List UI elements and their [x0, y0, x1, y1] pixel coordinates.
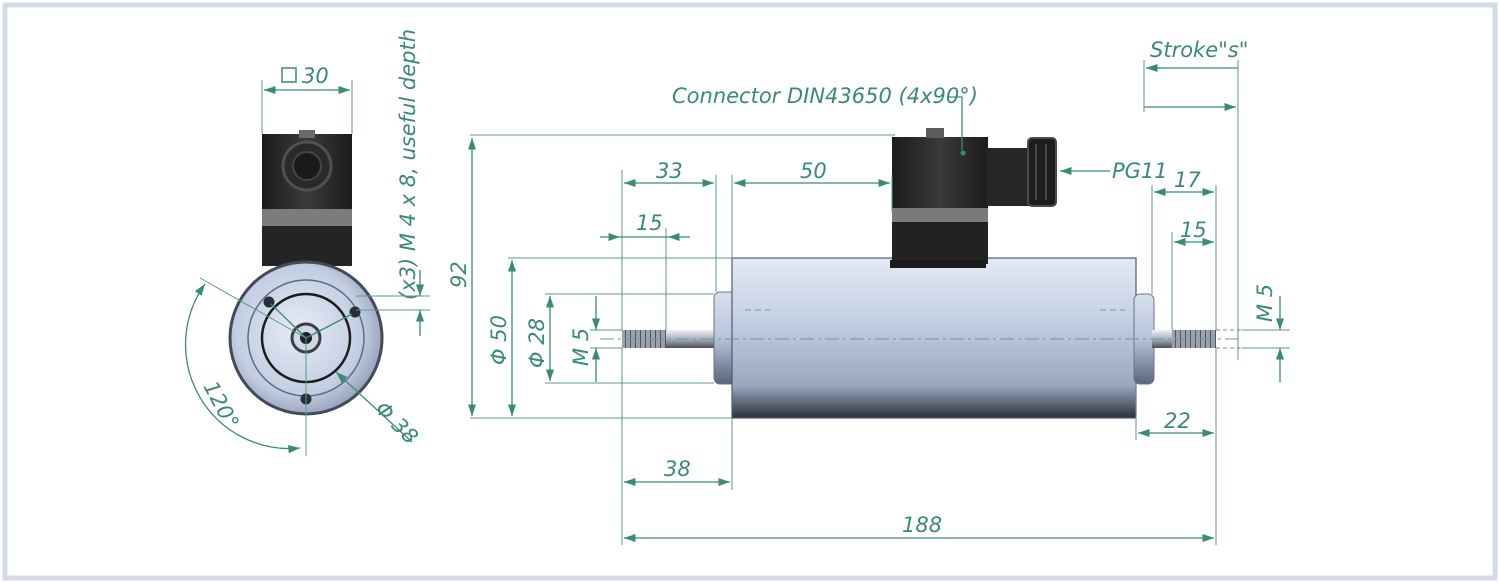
dim-38: 38: [664, 457, 691, 481]
label-pg11: PG11: [1112, 159, 1168, 183]
dim-15-right: 15: [1180, 218, 1207, 242]
rod-left: [666, 330, 716, 348]
connector-din43650: [890, 128, 1057, 268]
dim-dia-28: Φ 28: [525, 318, 549, 368]
square-symbol-icon: [281, 67, 297, 83]
label-connector: Connector DIN43650 (4x90°): [672, 84, 978, 108]
dim-22: 22: [1164, 409, 1191, 433]
dim-17: 17: [1174, 168, 1201, 192]
dim-square-30: 30: [302, 64, 329, 88]
dim-m5-left: M 5: [569, 328, 593, 366]
dim-92: 92: [447, 261, 471, 288]
mount-hole-2: [349, 306, 361, 318]
dim-dia-38: Φ 38: [370, 397, 422, 449]
dim-33: 33: [656, 159, 683, 183]
cylinder-body: [731, 257, 1137, 419]
dim-188: 188: [902, 513, 942, 537]
dim-m5-right: M 5: [1253, 284, 1277, 322]
end-view: 30 (x3) M 4 x 8, useful depth 120° Φ 38: [184, 29, 430, 456]
dim-dia-50: Φ 50: [487, 315, 511, 365]
dim-50: 50: [800, 159, 827, 183]
side-view: Connector DIN43650 (4x90°) PG11 Stroke"s…: [447, 38, 1290, 545]
thread-note: (x3) M 4 x 8, useful depth: [396, 29, 420, 300]
label-stroke: Stroke"s": [1150, 38, 1248, 62]
dim-15-left: 15: [636, 211, 663, 235]
pg11-gland: [1027, 137, 1057, 207]
